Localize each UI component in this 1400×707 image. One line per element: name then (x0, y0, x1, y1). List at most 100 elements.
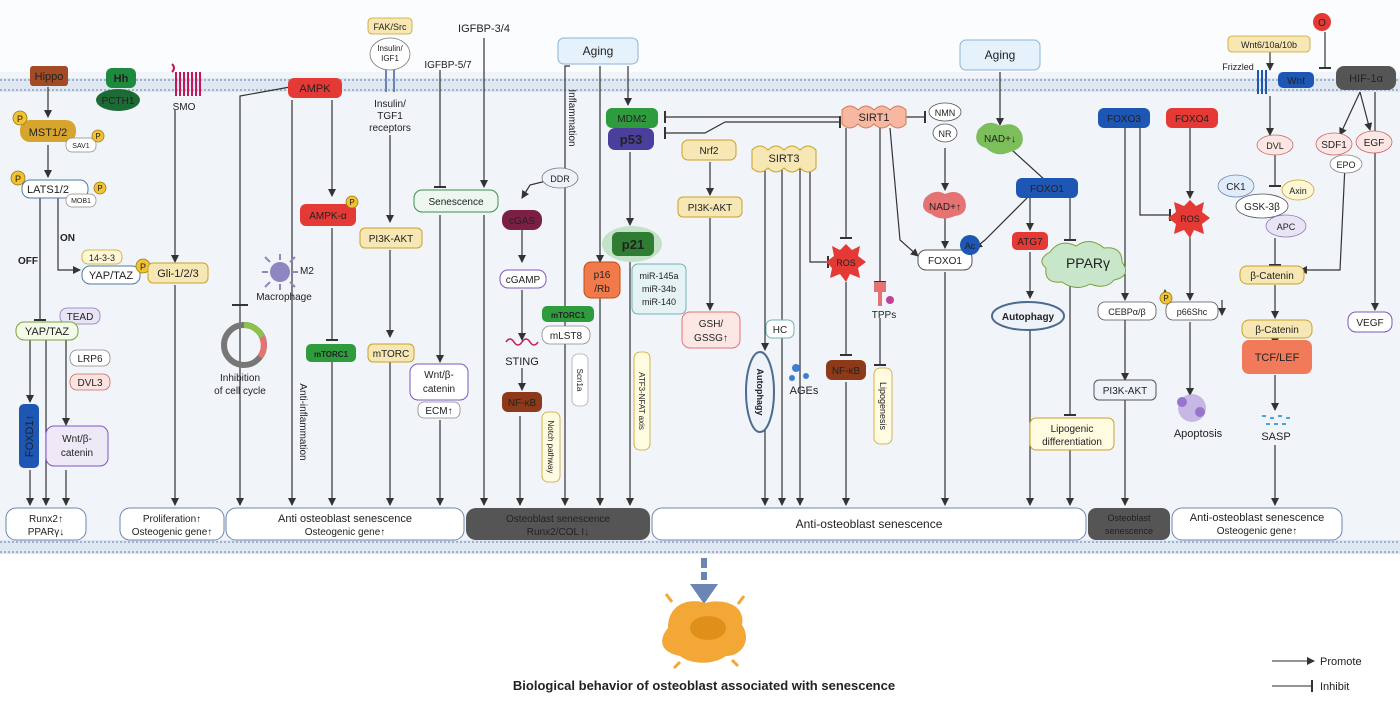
svg-text:Axin: Axin (1289, 186, 1307, 196)
sting-node: STING (505, 338, 539, 368)
mst-label: MST1/2 (29, 127, 68, 139)
ages-node: AGEs (789, 364, 819, 397)
foxd1-label: FOXD1↑ (24, 415, 36, 457)
extracellular-band (0, 0, 1400, 72)
svg-text:NF-κB: NF-κB (508, 398, 537, 409)
mtorc1-a-label: mTORC1 (314, 350, 349, 359)
beta-catenin-2-node: β-Catenin (1241, 319, 1313, 339)
lrp6-node: LRP6 (69, 349, 111, 367)
smo-receptor: SMO (171, 63, 201, 113)
svg-text:NF-κB: NF-κB (832, 366, 861, 377)
svg-text:Nrf2: Nrf2 (700, 146, 719, 157)
dvl3-label: DVL3 (77, 378, 102, 389)
tead-label: TEAD (67, 312, 94, 323)
figure-title: Biological behavior of osteoblast associ… (513, 678, 895, 693)
p66shc-node: p66Shc P (1159, 291, 1219, 321)
svg-text:catenin: catenin (61, 448, 93, 459)
dvl-node: DVL (1256, 134, 1294, 156)
svg-text:O: O (1318, 18, 1326, 29)
aging-1-node: Aging (557, 37, 639, 65)
svg-text:P: P (95, 132, 100, 141)
svg-text:SIRT3: SIRT3 (769, 153, 800, 165)
svg-text:MDM2: MDM2 (617, 114, 647, 125)
m2-label: M2 (300, 266, 314, 277)
svg-text:AGEs: AGEs (790, 385, 819, 397)
hif1a-node: HIF-1α (1336, 66, 1396, 90)
svg-text:P: P (1163, 294, 1168, 303)
svg-text:senescence: senescence (1105, 526, 1153, 536)
nad-down-node: NAD+↓ (976, 122, 1023, 155)
svg-text:Apoptosis: Apoptosis (1174, 428, 1223, 440)
beta-catenin-1-node: β-Catenin (1239, 265, 1305, 285)
ecm-node: ECM↑ (417, 401, 461, 419)
svg-text:Autophagy: Autophagy (1002, 312, 1055, 323)
foxd1-node: FOXD1↑ (19, 404, 39, 468)
frizzled-receptor (1257, 70, 1267, 94)
p21-node: p21 (602, 226, 662, 262)
svg-text:DDR: DDR (550, 174, 570, 184)
pcth1-label: PCTH1 (102, 96, 135, 107)
igfbp34-label: IGFBP-3/4 (458, 23, 510, 35)
pi3k-akt-3-node: PI3K-AKT (1093, 379, 1157, 401)
nfkb-2-node: NF-κB (826, 360, 866, 380)
svg-text:TPPs: TPPs (872, 310, 896, 321)
wnt-beta-catenin-1-node: Wnt/β- catenin (45, 425, 109, 467)
hippo-label: Hippo (35, 71, 64, 83)
svg-text:IGF1: IGF1 (381, 54, 399, 63)
svg-text:FOXO4: FOXO4 (1175, 114, 1209, 125)
epo-node: EPO (1329, 154, 1363, 174)
svg-text:SIRT1: SIRT1 (859, 112, 890, 124)
svg-text:GSH/: GSH/ (699, 319, 724, 330)
svg-text:PPARγ: PPARγ (1066, 255, 1110, 271)
tcf-lef-node: TCF/LEF (1242, 340, 1312, 374)
nrf2-node: Nrf2 (681, 139, 737, 161)
acetyl-label: Ac (965, 241, 976, 251)
svg-text:cGAS: cGAS (509, 216, 535, 227)
foxo1-b-node: FOXO1 (1016, 178, 1078, 198)
ampk-alpha-label: AMPK-α (309, 211, 347, 222)
svg-text:Insulin/: Insulin/ (377, 44, 403, 53)
legend: Promote Inhibit (1272, 656, 1362, 693)
svg-text:PI3K-AKT: PI3K-AKT (369, 234, 413, 245)
sav1-node: SAV1 P (65, 129, 105, 153)
p16-rb-node: p16 /Rb (583, 261, 621, 299)
svg-text:GSK-3β: GSK-3β (1244, 202, 1280, 213)
tead-node: TEAD (59, 307, 101, 325)
svg-text:Autophagy: Autophagy (755, 369, 765, 416)
cell-cycle-icon: Inhibition of cell cycle (214, 322, 267, 397)
svg-text:Osteogenic gene↑: Osteogenic gene↑ (132, 527, 213, 538)
svg-text:P: P (97, 184, 102, 193)
svg-text:P: P (140, 262, 146, 272)
osteoblast-senescence-1-output: Osteoblast senescence Runx2/COL I↓ (466, 508, 650, 540)
mdm2-node: MDM2 (606, 108, 658, 128)
cell-membrane-top (0, 78, 1400, 92)
mst-node: MST1/2 P (12, 110, 76, 142)
legend-inhibit: Inhibit (1320, 681, 1349, 693)
ros-1-node: ROS (826, 244, 866, 282)
svg-text:mTORC1: mTORC1 (551, 311, 586, 320)
svg-text:Lipogenic: Lipogenic (1051, 424, 1094, 435)
svg-text:FOXO1: FOXO1 (1030, 184, 1064, 195)
pi3k-akt-2-node: PI3K-AKT (677, 196, 743, 218)
autophagy-2-node: Autophagy (991, 301, 1065, 331)
destruction-complex: CK1 Axin GSK-3β APC (1217, 174, 1315, 238)
apoptosis-node: Apoptosis (1174, 394, 1223, 440)
p53-node: p53 (608, 128, 654, 150)
lrp6-label: LRP6 (77, 354, 102, 365)
on-label: ON (60, 233, 75, 244)
cgamp-node: cGAMP (499, 269, 547, 289)
svg-text:Anti osteoblast senescence: Anti osteoblast senescence (278, 513, 412, 525)
senescence-node: Senescence (413, 189, 499, 213)
svg-text:ECM↑: ECM↑ (425, 406, 452, 417)
svg-text:Runx2/COL I↓: Runx2/COL I↓ (527, 527, 589, 538)
wnt-ligands-node: Wnt6/10a/10b (1227, 35, 1311, 53)
svg-text:VEGF: VEGF (1356, 318, 1383, 329)
fak-src-node: FAK/Src (367, 17, 413, 35)
svg-text:Scn1a: Scn1a (575, 369, 584, 392)
nmn-node: NMN (928, 102, 962, 122)
gli-label: Gli-1/2/3 (157, 268, 199, 280)
svg-text:ROS: ROS (1180, 214, 1200, 224)
svg-text:Osteoblast: Osteoblast (1107, 513, 1151, 523)
egf-node: EGF (1355, 130, 1393, 154)
svg-text:Wnt/β-: Wnt/β- (62, 434, 92, 445)
